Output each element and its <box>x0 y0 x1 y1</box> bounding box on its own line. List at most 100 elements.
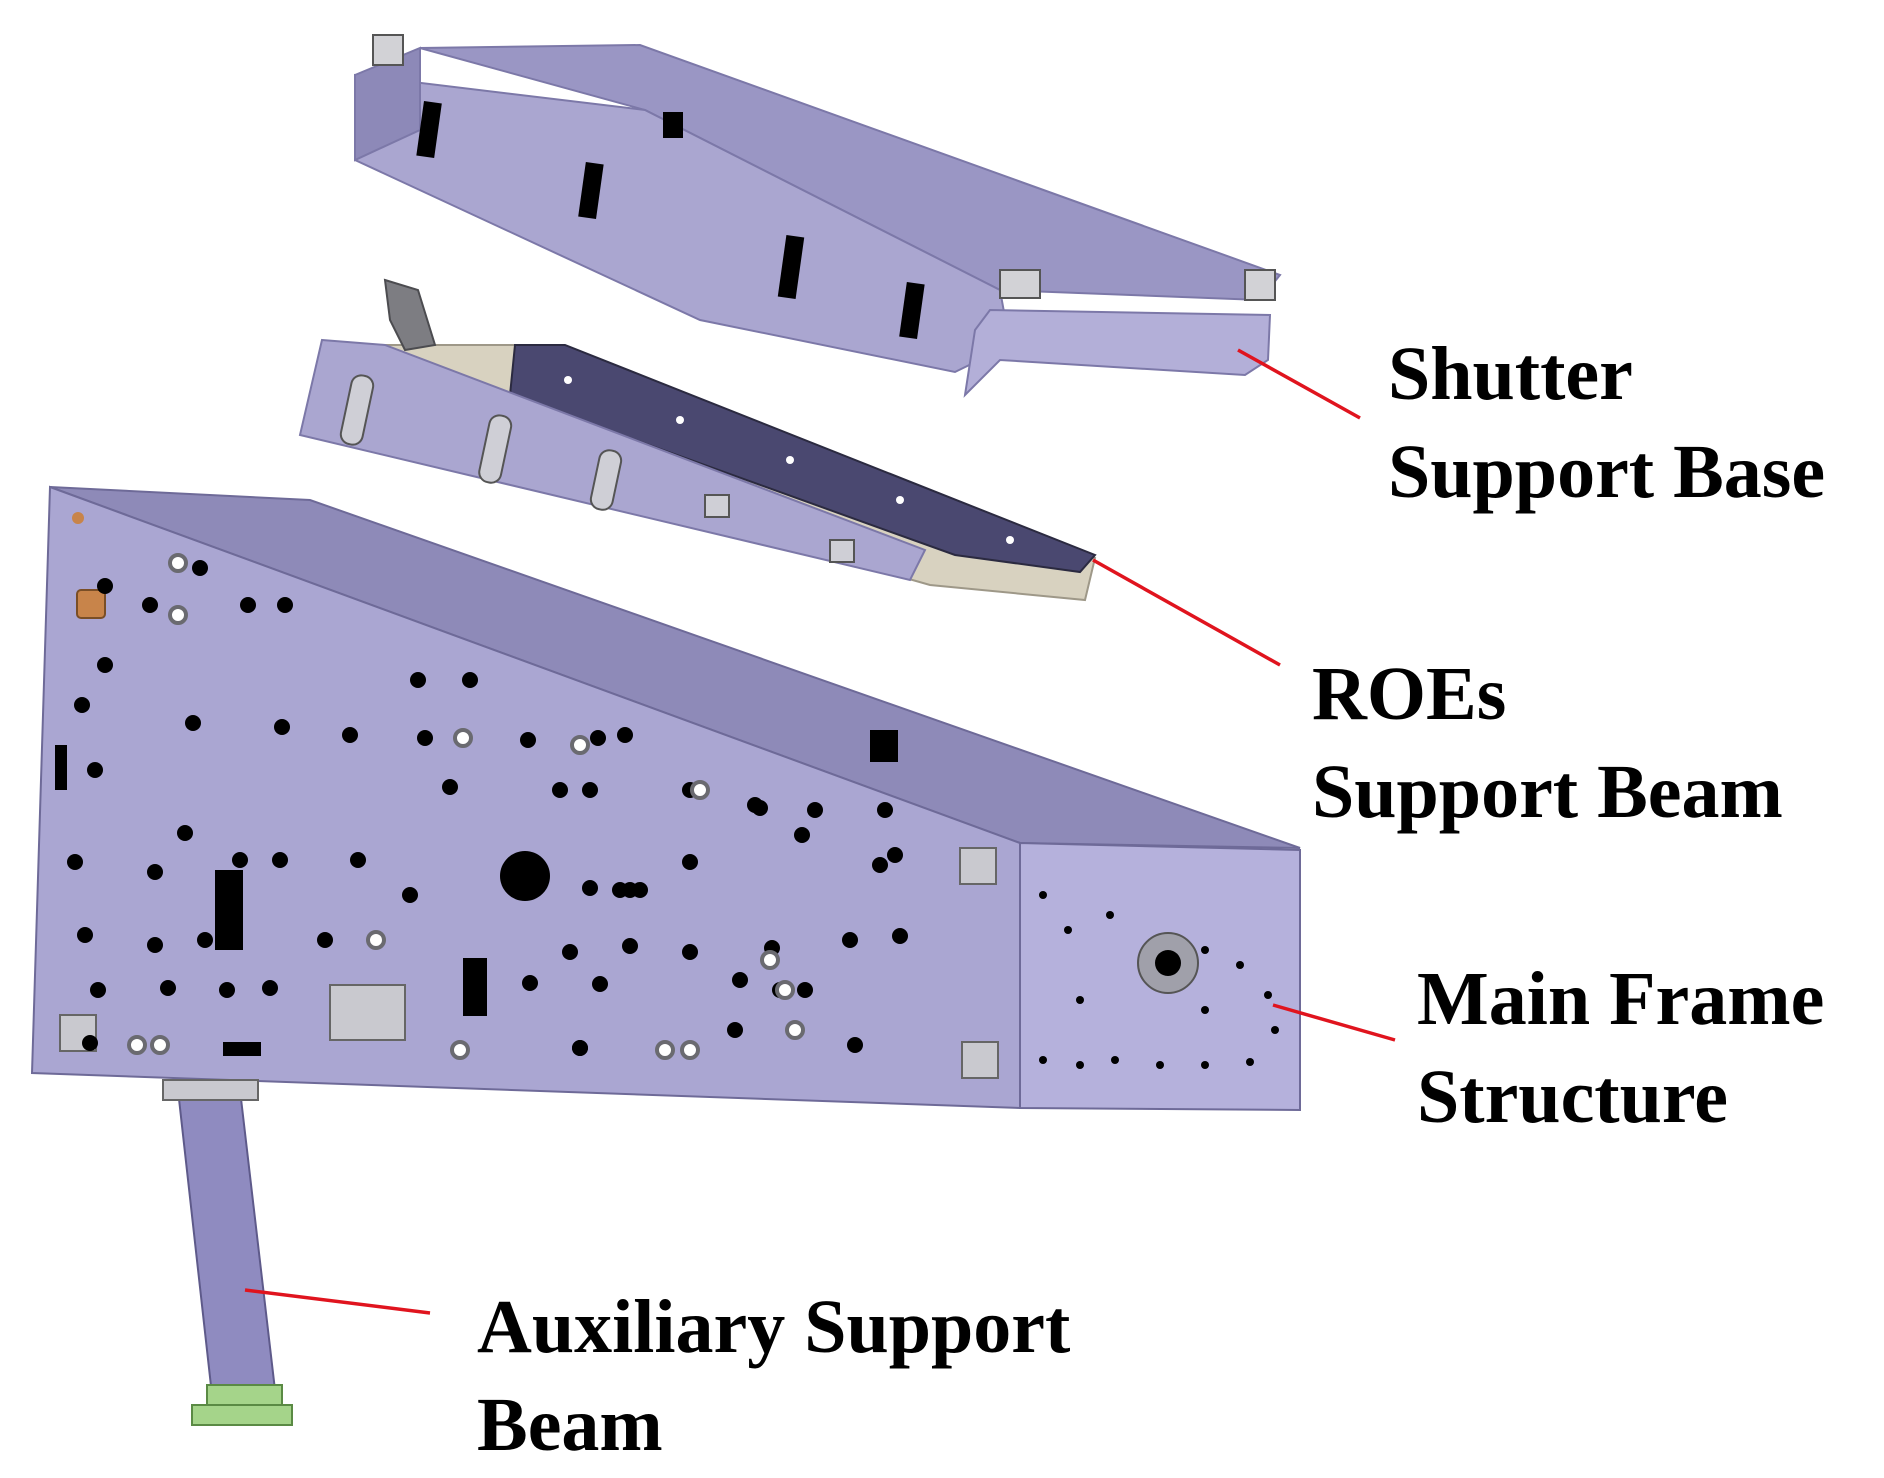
label-aux-line2: Beam <box>477 1383 663 1467</box>
end-panel-hole <box>1064 926 1072 934</box>
mount-hole <box>262 980 278 996</box>
mount-hole <box>752 800 768 816</box>
mount-hole <box>727 1022 743 1038</box>
label-shutter-support-base: Shutter Support Base <box>1388 325 1825 521</box>
ringed-fastener <box>655 1040 675 1060</box>
ringed-fastener <box>150 1035 170 1055</box>
mount-hole <box>572 1040 588 1056</box>
mount-hole <box>232 852 248 868</box>
mount-hole <box>520 732 536 748</box>
mount-hole <box>797 982 813 998</box>
mount-hole <box>582 880 598 896</box>
mount-hole <box>794 827 810 843</box>
ringed-fastener <box>453 728 473 748</box>
connector-plate <box>329 984 406 1041</box>
mount-hole <box>350 852 366 868</box>
mount-hole <box>592 976 608 992</box>
ringed-fastener <box>785 1020 805 1040</box>
mount-hole <box>90 982 106 998</box>
ringed-fastener <box>168 553 188 573</box>
roes-link-plate <box>829 539 855 563</box>
leader-roes <box>1092 558 1281 667</box>
main-access-hole <box>500 851 550 901</box>
ringed-fastener <box>680 1040 700 1060</box>
label-main-frame-line2: Structure <box>1417 1055 1728 1139</box>
mount-hole <box>682 944 698 960</box>
ringed-fastener <box>760 950 780 970</box>
roes-led <box>564 376 572 384</box>
leader-aux <box>244 1288 431 1315</box>
ringed-fastener <box>366 930 386 950</box>
shutter-slot <box>899 282 925 339</box>
mount-hole <box>147 937 163 953</box>
mount-hole <box>732 972 748 988</box>
mount-hole <box>682 854 698 870</box>
leader-shutter <box>1237 348 1361 420</box>
end-panel-hole <box>1076 1061 1084 1069</box>
label-roes-support-beam: ROEs Support Beam <box>1312 645 1783 841</box>
end-panel-hole <box>1201 1061 1209 1069</box>
ringed-fastener <box>127 1035 147 1055</box>
frame-slot <box>215 870 243 950</box>
mount-hole <box>192 560 208 576</box>
mount-hole <box>522 975 538 991</box>
roes-link-plate <box>478 414 513 484</box>
mount-hole <box>274 719 290 735</box>
roes-led <box>786 456 794 464</box>
roes-support-beam <box>298 278 1097 602</box>
ringed-fastener <box>690 780 710 800</box>
shutter-bracket-left <box>372 34 404 66</box>
shutter-slot <box>777 235 805 299</box>
mount-hole <box>590 730 606 746</box>
frame-slot <box>870 730 898 762</box>
mount-hole <box>807 802 823 818</box>
end-panel-hole <box>1264 991 1272 999</box>
mount-hole <box>622 938 638 954</box>
shutter-right-plate <box>963 308 1272 398</box>
mount-hole <box>462 672 478 688</box>
end-panel-hole <box>1246 1058 1254 1066</box>
auxiliary-support-beam <box>162 1079 293 1426</box>
roes-led <box>896 496 904 504</box>
mount-hole <box>67 854 83 870</box>
mount-hole <box>197 932 213 948</box>
mount-hole <box>342 727 358 743</box>
mount-hole <box>877 802 893 818</box>
end-panel-hole <box>1106 911 1114 919</box>
mount-hole <box>872 857 888 873</box>
copper-dot <box>72 512 84 524</box>
aux-beam-tube <box>176 1089 277 1397</box>
end-panel-hole <box>1201 946 1209 954</box>
frame-slot <box>55 745 67 790</box>
mount-hole <box>74 697 90 713</box>
mount-hole <box>562 944 578 960</box>
ringed-fastener <box>450 1040 470 1060</box>
corner-pad <box>959 847 997 885</box>
corner-pad <box>961 1041 999 1079</box>
mount-hole <box>147 864 163 880</box>
copper-fitting <box>76 589 106 619</box>
frame-slot <box>223 1042 261 1056</box>
mount-hole <box>142 597 158 613</box>
shutter-slot <box>578 162 604 219</box>
mount-hole <box>887 847 903 863</box>
mount-hole <box>442 779 458 795</box>
roes-led <box>676 416 684 424</box>
mount-hole <box>272 852 288 868</box>
end-flange-bore <box>1155 950 1181 976</box>
ringed-fastener <box>168 605 188 625</box>
end-panel-hole <box>1039 891 1047 899</box>
label-shutter-line2: Support Base <box>1388 430 1826 514</box>
end-panel-hole <box>1076 996 1084 1004</box>
mount-hole <box>219 982 235 998</box>
mount-hole <box>240 597 256 613</box>
leader-main-frame <box>1272 1003 1396 1042</box>
frame-holes <box>67 553 1279 1069</box>
mount-hole <box>177 825 193 841</box>
mount-hole <box>552 782 568 798</box>
roes-link-plate <box>589 449 623 511</box>
mount-hole <box>77 927 93 943</box>
mount-hole <box>847 1037 863 1053</box>
aux-beam-foot-base <box>191 1404 293 1426</box>
